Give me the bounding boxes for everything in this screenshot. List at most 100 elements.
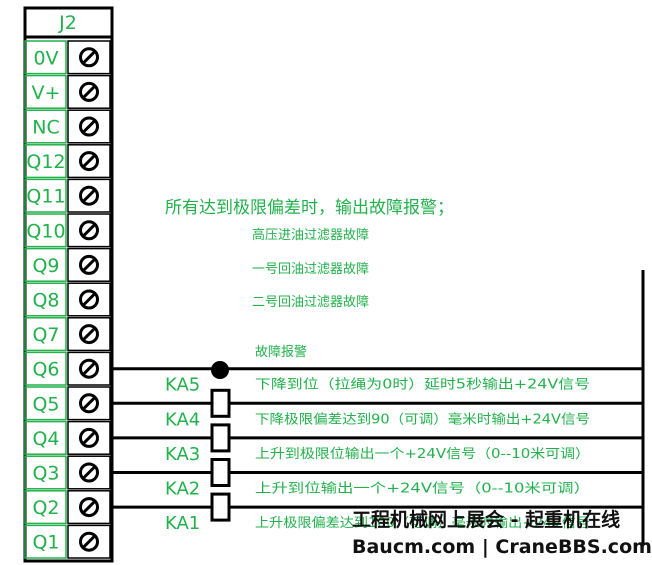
terminal-label: Q2 [32, 497, 59, 519]
screw-icon [79, 358, 99, 379]
screw-icon [79, 151, 99, 172]
junction-dot [211, 361, 229, 379]
terminal-label: Q9 [32, 255, 59, 277]
terminal-label-box [24, 178, 67, 213]
terminal-row-q1: Q1 [24, 524, 111, 559]
screw-box [67, 524, 111, 559]
terminal-row-q5: Q5 [24, 386, 111, 421]
terminal-label: NC [32, 117, 59, 139]
fault-item-1: 高压进油过滤器故障 [252, 227, 369, 243]
screw-box [67, 490, 111, 525]
screw-icon [79, 81, 99, 102]
relay-description: 下降到位（拉绳为0时）延时5秒输出+24V信号 [255, 377, 590, 393]
screw-icon [79, 324, 99, 345]
screw-icon [79, 254, 99, 275]
alarm-label: 故障报警 [255, 344, 307, 360]
screw-box [67, 420, 111, 455]
watermark-line-2: Baucm.com | CraneBBS.com [352, 536, 652, 558]
screw-icon [79, 185, 99, 206]
relay-description: 下降极限偏差达到90（可调）毫米时输出+24V信号 [255, 411, 590, 427]
terminal-row-nc: NC [24, 109, 111, 144]
terminal-row-q6: Q6 [24, 351, 111, 386]
terminal-label: Q11 [26, 186, 65, 208]
fault-notes: 所有达到极限偏差时，输出故障报警； 高压进油过滤器故障 一号回油过滤器故障 二号… [165, 198, 454, 360]
terminal-block-title: J2 [58, 12, 77, 34]
terminal-label-box [24, 455, 67, 490]
relay-ka5: KA5 下降到位（拉绳为0时）延时5秒输出+24V信号 [112, 367, 643, 396]
screw-icon [79, 393, 99, 414]
screw-box [67, 351, 111, 386]
terminal-label: Q1 [32, 532, 59, 554]
terminal-label-box [24, 351, 67, 386]
terminal-label-box [24, 144, 67, 179]
watermark-line-1: 工程机械网上展会 - 起重机在线 [352, 508, 620, 531]
screw-icon [79, 497, 99, 518]
relay-outputs: KA5 下降到位（拉绳为0时）延时5秒输出+24V信号 KA4 下降极限偏差达到90（… [112, 367, 643, 534]
terminal-row-q3: Q3 [24, 455, 111, 490]
relay-name: KA4 [165, 409, 200, 430]
terminal-label: Q8 [32, 290, 59, 312]
terminal-row-q7: Q7 [24, 317, 111, 352]
fault-item-3: 二号回油过滤器故障 [252, 295, 369, 310]
terminal-label: 0V [33, 47, 58, 69]
screw-icon [79, 47, 99, 68]
screw-icon [79, 531, 99, 552]
relay-ka2: KA2 上升到位输出一个+24V信号（0--10米可调） [112, 458, 643, 500]
terminal-label: Q5 [32, 393, 59, 415]
terminal-row-v+: V+ [24, 74, 111, 109]
relay-name: KA1 [165, 513, 200, 534]
relay-coil-icon [210, 423, 231, 453]
terminal-label-box [24, 282, 67, 317]
terminal-label: V+ [32, 82, 61, 104]
relay-coil-icon [210, 492, 231, 522]
terminal-label: Q12 [26, 151, 65, 173]
terminal-label-box [24, 40, 67, 75]
screw-box [67, 178, 111, 213]
relay-coil-icon [210, 458, 231, 487]
relay-ka4: KA4 下降极限偏差达到90（可调）毫米时输出+24V信号 [112, 388, 643, 430]
terminal-row-q12: Q12 [24, 144, 111, 179]
screw-box [67, 282, 111, 317]
screw-box [67, 40, 111, 75]
screw-box [67, 317, 111, 352]
relay-description: 上升到位输出一个+24V信号（0--10米可调） [255, 481, 590, 497]
terminal-label: Q6 [32, 359, 59, 381]
relay-coil-icon [210, 388, 231, 418]
terminal-row-q2: Q2 [24, 490, 111, 525]
terminal-row-q8: Q8 [24, 282, 111, 317]
terminal-label-box [24, 420, 67, 455]
screw-box [67, 144, 111, 179]
terminal-label: Q10 [26, 220, 65, 242]
terminal-row-q11: Q11 [24, 178, 111, 213]
screw-box [67, 213, 111, 248]
terminal-label-box [24, 490, 67, 525]
relay-name: KA2 [165, 479, 200, 500]
screw-icon [79, 462, 99, 483]
terminal-label-box [24, 317, 67, 352]
terminal-label-box [24, 386, 67, 421]
screw-box [67, 74, 111, 109]
screw-icon [79, 116, 99, 137]
screw-icon [79, 427, 99, 448]
relay-name: KA5 [165, 375, 200, 396]
terminal-label: Q3 [32, 463, 59, 485]
terminal-row-q4: Q4 [24, 420, 111, 455]
terminal-row-0v: 0V [24, 40, 111, 75]
watermark: 工程机械网上展会 - 起重机在线 Baucm.com | CraneBBS.co… [352, 508, 652, 558]
notes-heading: 所有达到极限偏差时，输出故障报警； [165, 198, 454, 218]
relay-description: 上升到极限位输出一个+24V信号（0--10米可调） [255, 446, 590, 462]
terminal-label-box [24, 524, 67, 559]
screw-icon [79, 289, 99, 310]
terminal-label-box [24, 74, 67, 109]
terminal-label-box [24, 109, 67, 144]
screw-box [67, 247, 111, 282]
relay-description: 上升极限偏差达到100（可调）毫米时输出+24V信号 [255, 515, 590, 531]
terminal-label-box [24, 247, 67, 282]
fault-item-2: 一号回油过滤器故障 [252, 262, 369, 277]
terminal-row-q10: Q10 [24, 213, 111, 248]
screw-box [67, 455, 111, 490]
screw-box [67, 109, 111, 144]
terminal-label: Q4 [32, 428, 59, 450]
